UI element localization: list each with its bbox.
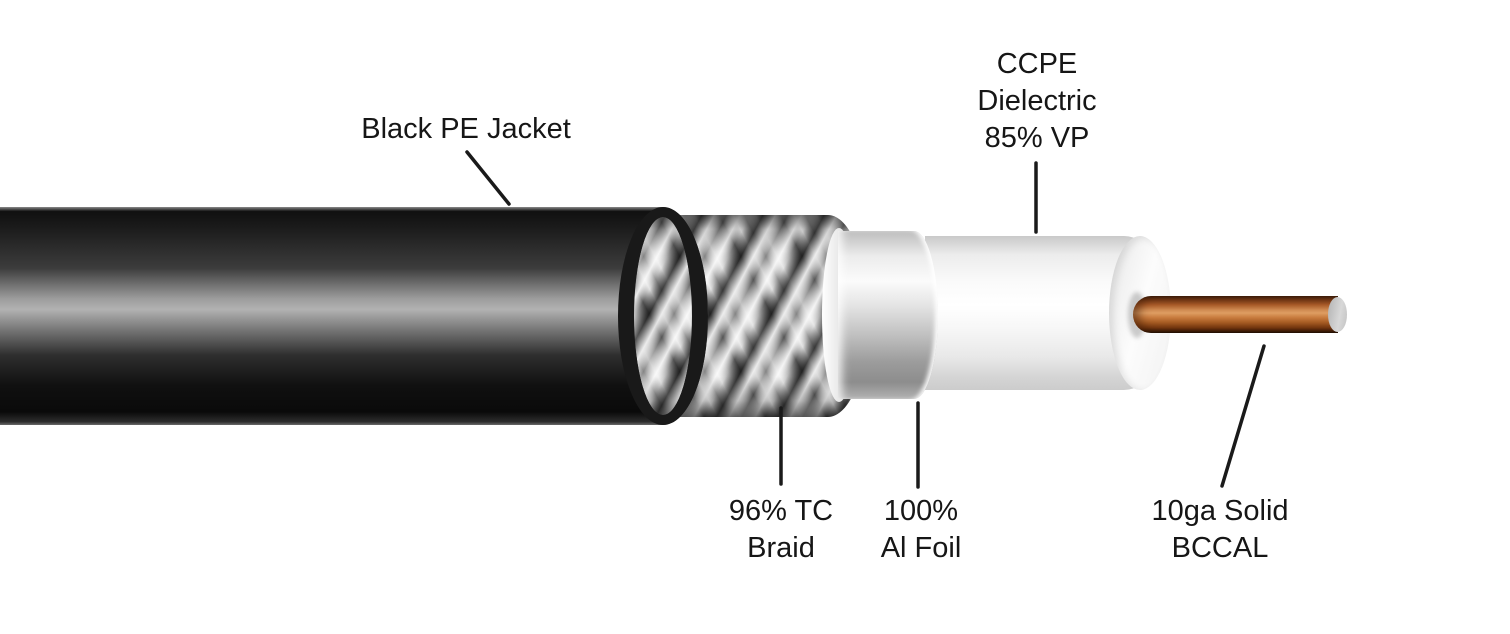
leader-line-conductor (1220, 344, 1266, 488)
center-conductor (1133, 296, 1347, 333)
label-dielectric-line2: Dielectric (977, 85, 1097, 117)
foil-layer (838, 231, 938, 399)
label-conductor-line1: 10ga Solid (1151, 495, 1289, 527)
conductor-end-face (1328, 297, 1347, 332)
label-conductor: 10ga Solid BCCAL (1095, 493, 1345, 567)
label-braid-line2: Braid (747, 532, 815, 564)
label-conductor-line2: BCCAL (1171, 532, 1269, 564)
label-foil: 100% Al Foil (841, 493, 1001, 567)
label-jacket: Black PE Jacket (330, 111, 602, 148)
label-foil-line2: Al Foil (880, 532, 962, 564)
jacket-layer (0, 207, 708, 425)
leader-line-jacket (465, 150, 511, 206)
label-foil-line1: 100% (883, 495, 959, 527)
label-braid: 96% TC Braid (691, 493, 871, 567)
label-braid-line1: 96% TC (728, 495, 834, 527)
label-dielectric: CCPE Dielectric 85% VP (927, 46, 1147, 157)
label-dielectric-line3: 85% VP (984, 122, 1090, 154)
label-dielectric-line1: CCPE (996, 48, 1078, 80)
label-jacket-text: Black PE Jacket (361, 113, 571, 145)
